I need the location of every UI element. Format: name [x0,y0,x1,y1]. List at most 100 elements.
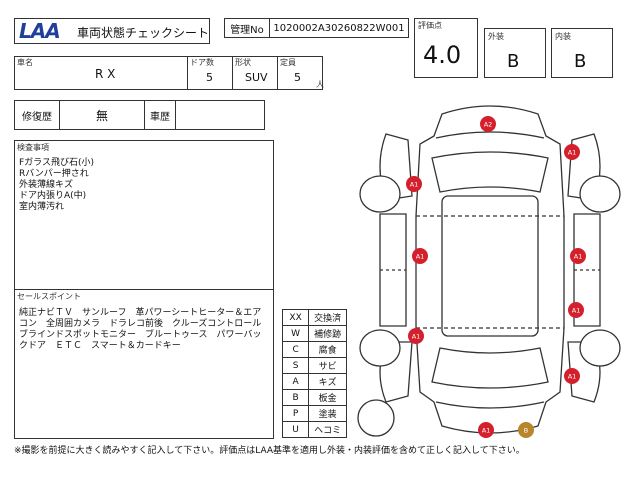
damage-mark-circle [480,116,496,132]
damage-mark-circle [568,302,584,318]
vehicle-history-label: 車歴 [144,100,176,130]
damage-mark-label: A1 [416,253,425,261]
header-bar: LAA 車両状態チェックシート [14,18,210,44]
damage-mark-b: B [518,422,534,438]
legend-meaning: ヘコミ [308,421,347,438]
damage-mark-label: A1 [568,373,577,381]
damage-mark-label: A1 [574,253,583,261]
inspection-line: Fガラス飛び石(小) [19,158,95,168]
legend-code: W [282,325,310,342]
interior-label: 内装 [555,32,571,41]
interior-grade: B [574,51,587,72]
footer-note: ※撮影を前提に大きく読みやすく記入して下さい。評価点はLAA基準を適用し外装・内… [14,446,525,456]
inspection-line: Rバンパー押され [19,169,89,179]
mgmt-number: 1020002A30260822W001 [269,18,409,38]
score-box: 評価点 4.0 [414,18,478,78]
inspection-box: 検査事項 Fガラス飛び石(小) Rバンパー押され 外装薄線キズ ドア内張りA(中… [14,140,274,290]
tires [357,175,621,437]
score-value: 4.0 [423,41,462,69]
mgmt-label: 管理No [224,18,270,38]
shape-label: 形状 [235,58,251,67]
damage-mark-label: A1 [568,149,577,157]
damage-mark-label: A2 [484,121,493,129]
doors-cell: ドア数 5 [187,56,233,90]
damage-mark-label: A1 [572,307,581,315]
damage-mark-circle [564,144,580,160]
vehicle-name-cell: 車名 R X [14,56,188,90]
vehicle-name-label: 車名 [17,58,33,67]
legend-meaning: 塗装 [308,405,347,422]
damage-mark-label: B [524,427,528,435]
legend-meaning: 交換済 [308,309,347,326]
tire-front-right [579,175,621,213]
damage-mark-label: A1 [412,333,421,341]
damage-mark-a1: A1 [564,368,580,384]
legend-meaning: 腐食 [308,341,347,358]
legend-code: A [282,373,310,390]
damage-mark-label: A1 [482,427,491,435]
doors-label: ドア数 [190,58,214,67]
sheet-title: 車両状態チェックシート [77,26,210,40]
legend-code: B [282,389,310,406]
inspection-line: ドア内張りA(中) [19,191,87,201]
legend-code: P [282,405,310,422]
legend-code: XX [282,309,310,326]
exterior-label: 外装 [488,32,504,41]
tire-front-left [359,175,401,213]
vehicle-history-value [175,100,265,130]
legend-code: C [282,341,310,358]
repair-label: 修復歴 [14,100,60,130]
spare-tire [357,399,395,437]
shape-value: SUV [245,71,268,84]
damage-mark-circle [518,422,534,438]
damage-mark-a2: A2 [480,116,496,132]
inspection-label: 検査事項 [17,143,49,152]
damage-mark-circle [408,328,424,344]
inspection-line: 室内薄汚れ [19,202,65,212]
damage-mark-a1: A1 [564,144,580,160]
inspection-line: 外装薄線キズ [19,180,74,190]
legend-meaning: キズ [308,373,347,390]
capacity-cell: 定員 5 人 [277,56,324,90]
damage-mark-circle [406,176,422,192]
shape-cell: 形状 SUV [232,56,278,90]
vehicle-name: R X [95,67,116,81]
damage-mark-circle [570,248,586,264]
tire-rear-left [359,329,401,367]
damage-mark-label: A1 [410,181,419,189]
exterior-box: 外装 B [484,28,546,78]
damage-mark-circle [412,248,428,264]
damage-mark-a1: A1 [568,302,584,318]
tire-rear-right [579,329,621,367]
sales-points-box: セールスポイント 純正ナビＴＶ サンルーフ 革パワーシートヒーター＆エアコン 全… [14,289,274,439]
inspection-list: Fガラス飛び石(小) Rバンパー押され 外装薄線キズ ドア内張りA(中) 室内薄… [19,158,94,213]
laa-logo: LAA [19,19,61,43]
legend-code: S [282,357,310,374]
score-label: 評価点 [418,21,442,30]
interior-box: 内装 B [551,28,613,78]
damage-mark-a1: A1 [408,328,424,344]
doors-value: 5 [206,71,213,84]
damage-mark-a1: A1 [406,176,422,192]
capacity-unit: 人 [316,80,324,89]
capacity-value: 5 [294,71,301,84]
capacity-label: 定員 [280,58,296,67]
damage-mark-a1: A1 [412,248,428,264]
damage-mark-a1: A1 [570,248,586,264]
damage-mark-circle [564,368,580,384]
damage-mark-a1: A1 [478,422,494,438]
legend-meaning: サビ [308,357,347,374]
repair-value: 無 [59,100,145,130]
legend-meaning: 補修跡 [308,325,347,342]
